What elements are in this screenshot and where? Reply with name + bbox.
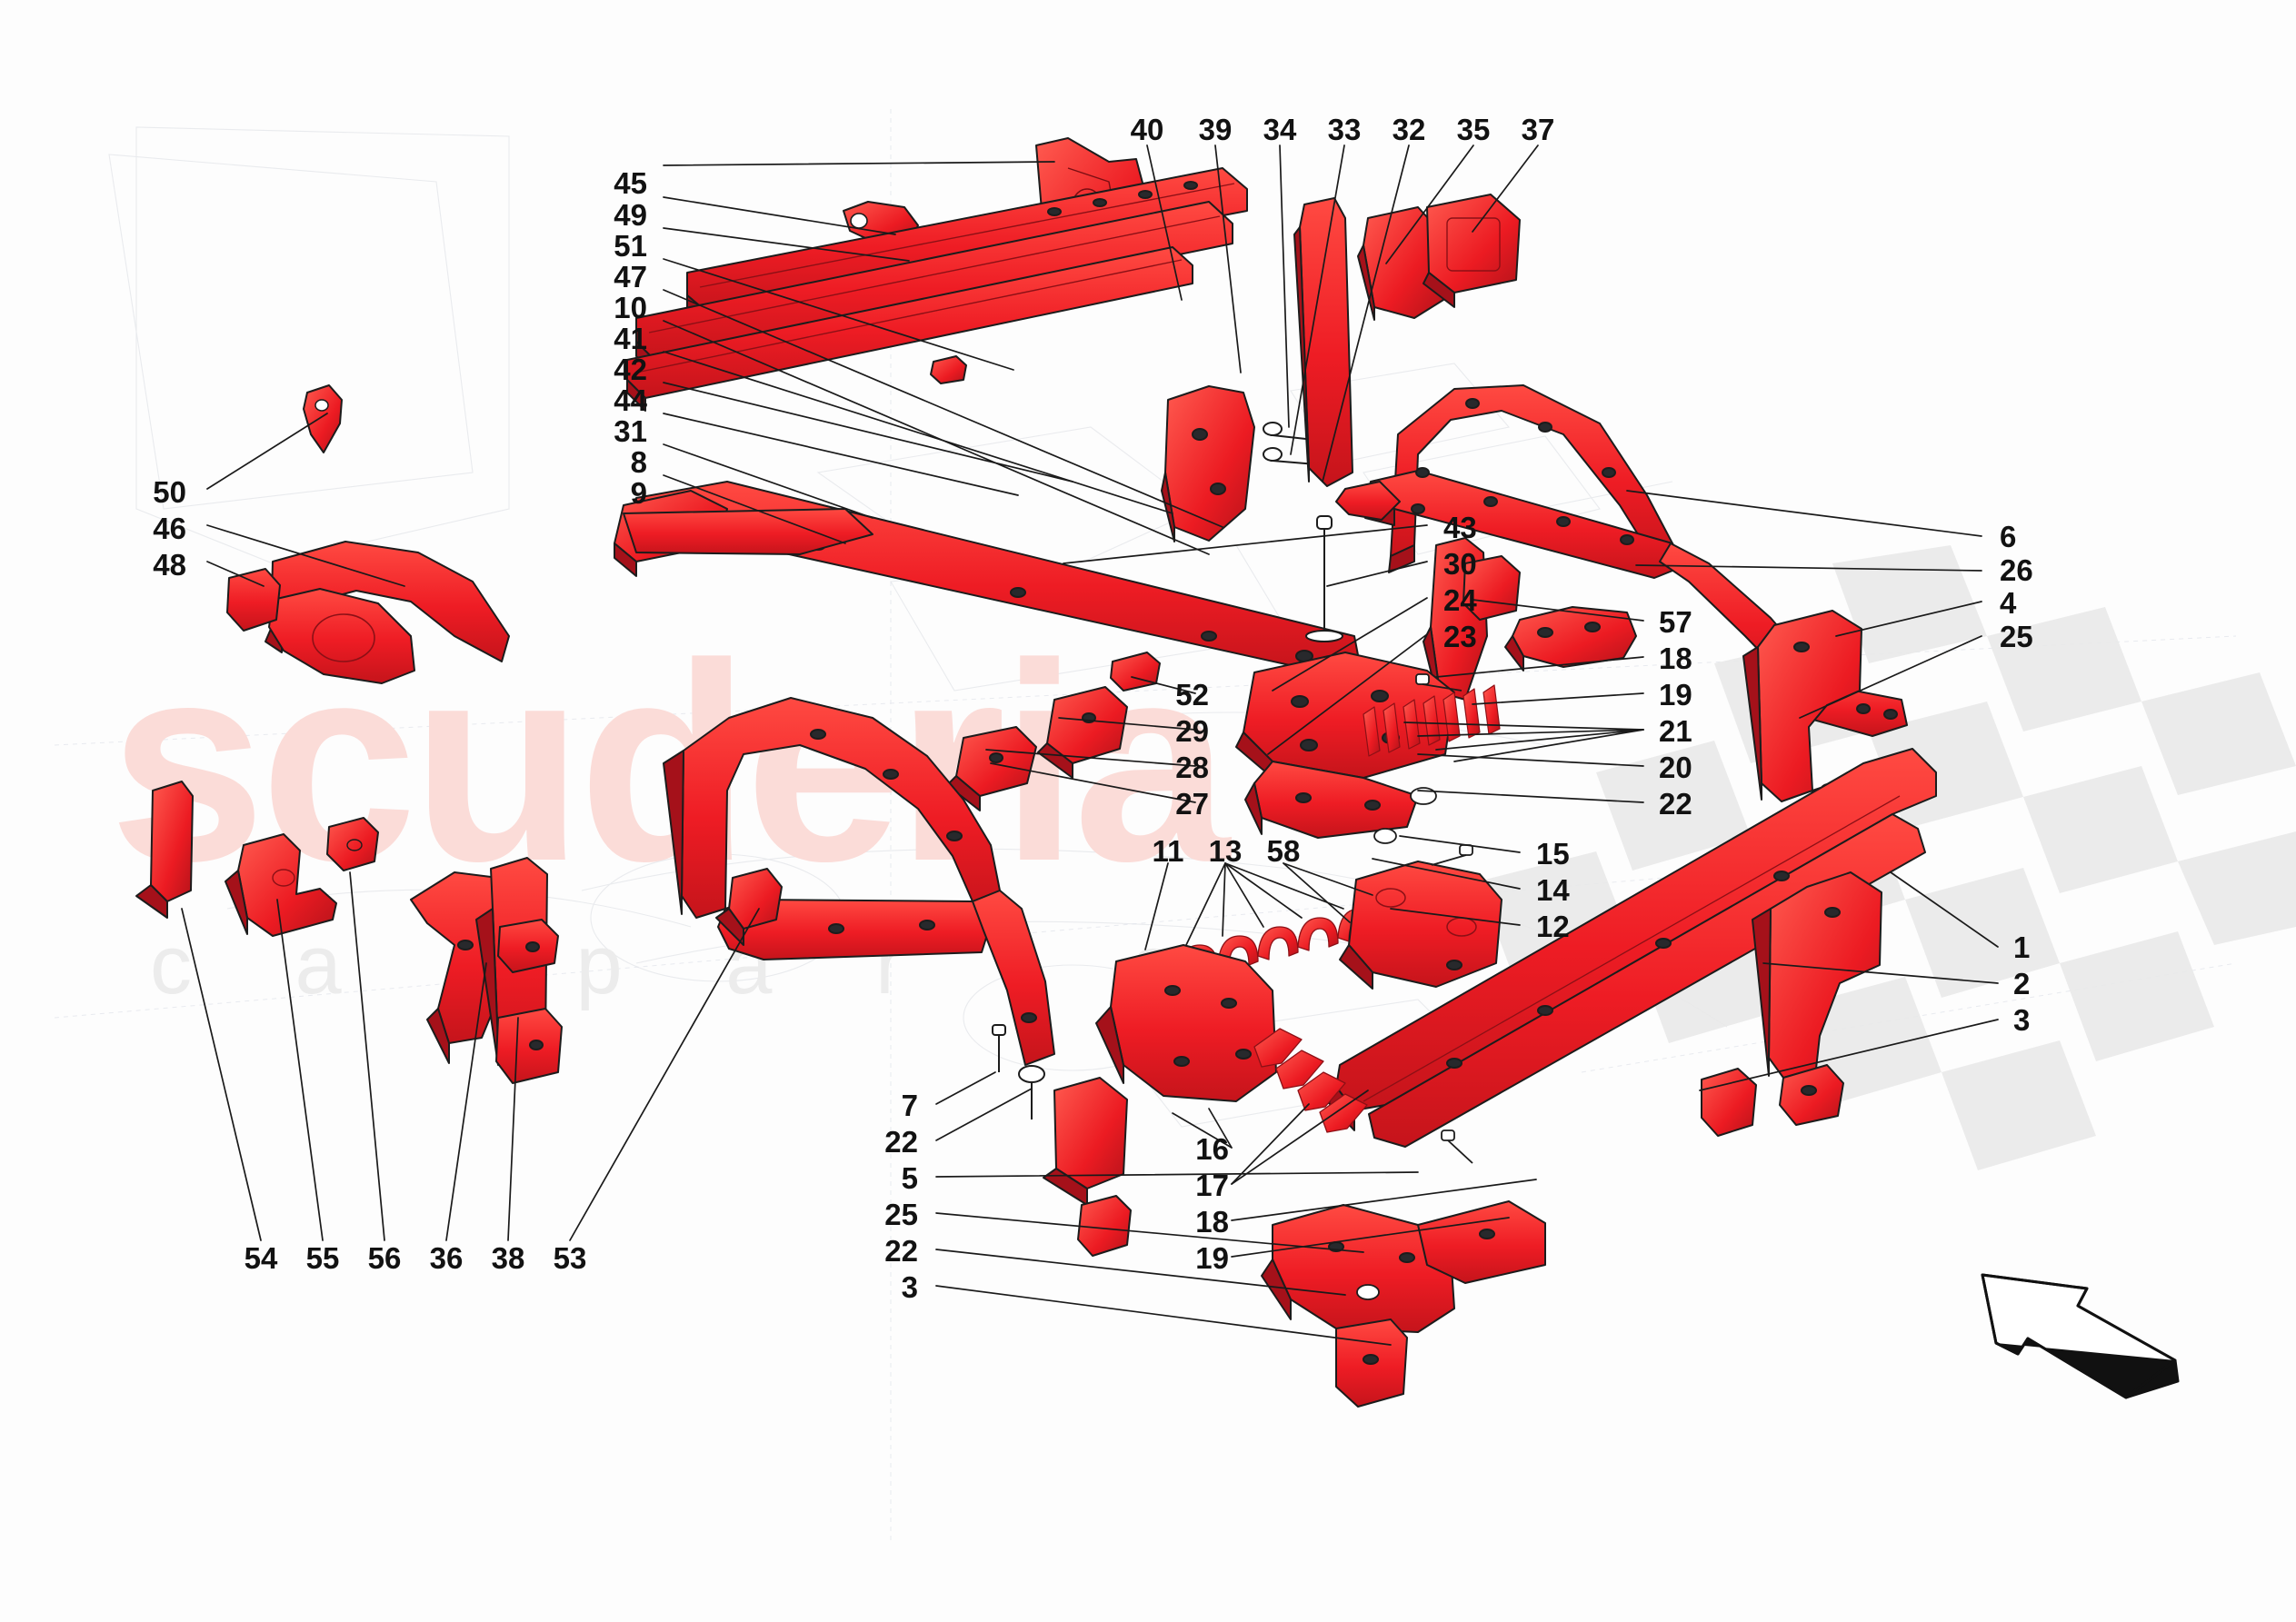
callout-58[interactable]: 58 bbox=[1266, 834, 1301, 868]
callout-25c[interactable]: 25 bbox=[2000, 620, 2033, 653]
callout-53[interactable]: 53 bbox=[553, 1241, 587, 1275]
callout-46[interactable]: 46 bbox=[153, 512, 186, 545]
callout-16[interactable]: 16 bbox=[1195, 1132, 1229, 1166]
callout-42[interactable]: 42 bbox=[614, 353, 647, 386]
callout-41[interactable]: 41 bbox=[614, 322, 647, 355]
callout-23[interactable]: 23 bbox=[1443, 620, 1477, 653]
callout-45[interactable]: 45 bbox=[614, 166, 647, 200]
callout-19b[interactable]: 19 bbox=[1195, 1241, 1229, 1275]
callout-44[interactable]: 44 bbox=[614, 383, 647, 417]
callout-56[interactable]: 56 bbox=[367, 1241, 402, 1275]
callout-1[interactable]: 1 bbox=[2013, 930, 2031, 964]
callout-54[interactable]: 54 bbox=[244, 1241, 278, 1275]
callout-22c[interactable]: 22 bbox=[884, 1234, 918, 1268]
callout-24[interactable]: 24 bbox=[1443, 583, 1477, 617]
callout-38[interactable]: 38 bbox=[491, 1241, 525, 1275]
callout-33[interactable]: 33 bbox=[1327, 113, 1362, 146]
callout-25b[interactable]: 25 bbox=[884, 1198, 918, 1231]
callout-8[interactable]: 8 bbox=[630, 445, 647, 479]
callout-32[interactable]: 32 bbox=[1392, 113, 1426, 146]
callout-12[interactable]: 12 bbox=[1536, 910, 1570, 943]
callout-20[interactable]: 20 bbox=[1659, 751, 1692, 784]
callout-35[interactable]: 35 bbox=[1456, 113, 1491, 146]
callout-5[interactable]: 5 bbox=[901, 1161, 918, 1195]
callout-14[interactable]: 14 bbox=[1536, 873, 1570, 907]
callout-47[interactable]: 47 bbox=[614, 260, 647, 294]
callout-40[interactable]: 40 bbox=[1130, 113, 1164, 146]
callout-48[interactable]: 48 bbox=[153, 548, 186, 582]
callout-11[interactable]: 11 bbox=[1152, 834, 1184, 868]
callout-52[interactable]: 52 bbox=[1175, 678, 1209, 711]
callout-26[interactable]: 26 bbox=[2000, 553, 2033, 587]
callout-36[interactable]: 36 bbox=[429, 1241, 464, 1275]
callout-18a[interactable]: 18 bbox=[1659, 642, 1692, 675]
callout-18b[interactable]: 18 bbox=[1195, 1205, 1229, 1239]
callout-21[interactable]: 21 bbox=[1659, 714, 1692, 748]
callout-6[interactable]: 6 bbox=[2000, 520, 2017, 553]
callout-3c[interactable]: 3 bbox=[2013, 1003, 2031, 1037]
callout-55[interactable]: 55 bbox=[305, 1241, 340, 1275]
callout-29[interactable]: 29 bbox=[1175, 714, 1209, 748]
callout-39[interactable]: 39 bbox=[1198, 113, 1233, 146]
callout-37[interactable]: 37 bbox=[1521, 113, 1555, 146]
callout-50[interactable]: 50 bbox=[153, 475, 186, 509]
callout-19a[interactable]: 19 bbox=[1659, 678, 1692, 711]
callout-43[interactable]: 43 bbox=[1443, 511, 1477, 544]
callout-22b[interactable]: 22 bbox=[884, 1125, 918, 1159]
callout-28[interactable]: 28 bbox=[1175, 751, 1209, 784]
callout-49[interactable]: 49 bbox=[614, 198, 647, 232]
callout-27[interactable]: 27 bbox=[1175, 787, 1209, 821]
callout-9[interactable]: 9 bbox=[630, 476, 647, 510]
callout-57[interactable]: 57 bbox=[1659, 605, 1692, 639]
callout-7[interactable]: 7 bbox=[901, 1089, 918, 1122]
callout-3b[interactable]: 3 bbox=[901, 1270, 918, 1304]
callout-15[interactable]: 15 bbox=[1536, 837, 1570, 871]
callout-17[interactable]: 17 bbox=[1195, 1169, 1229, 1202]
callout-13[interactable]: 13 bbox=[1208, 834, 1243, 868]
callout-34[interactable]: 34 bbox=[1263, 113, 1297, 146]
callout-31[interactable]: 31 bbox=[614, 414, 647, 448]
callout-10[interactable]: 10 bbox=[614, 291, 647, 324]
callout-51[interactable]: 51 bbox=[614, 229, 647, 263]
direction-arrow-icon bbox=[1960, 1263, 2232, 1486]
callout-30[interactable]: 30 bbox=[1443, 547, 1477, 581]
callout-22a[interactable]: 22 bbox=[1659, 787, 1692, 821]
callout-2[interactable]: 2 bbox=[2013, 967, 2031, 1000]
callout-4[interactable]: 4 bbox=[2000, 586, 2017, 620]
